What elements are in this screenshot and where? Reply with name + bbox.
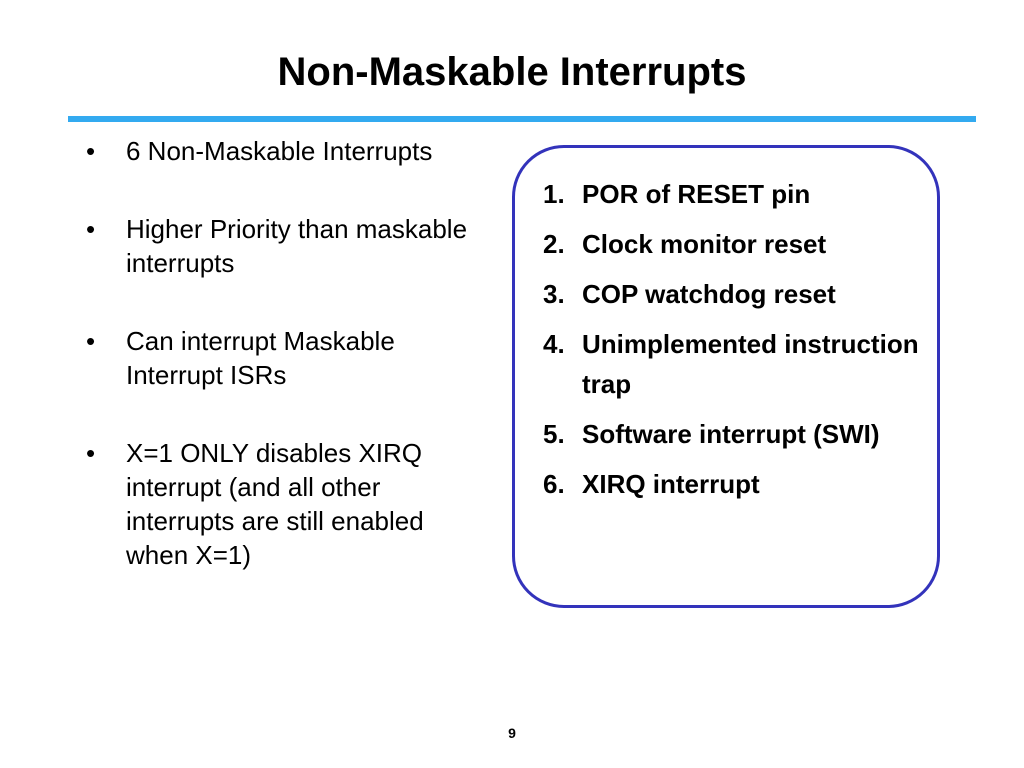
item-number: 2.: [543, 229, 565, 259]
numbered-list-item: 1. POR of RESET pin: [543, 174, 923, 214]
page-number: 9: [508, 725, 516, 741]
numbered-list-item: 2. Clock monitor reset: [543, 224, 923, 264]
bullet-item: Higher Priority than maskable interrupts: [82, 212, 492, 280]
item-number: 6.: [543, 469, 565, 499]
numbered-list-item: 6. XIRQ interrupt: [543, 464, 923, 504]
item-text: Clock monitor reset: [582, 229, 827, 259]
item-text: Software interrupt (SWI): [582, 419, 880, 449]
left-bullet-list: 6 Non-Maskable Interrupts Higher Priorit…: [82, 134, 492, 616]
item-number: 1.: [543, 179, 565, 209]
item-text: POR of RESET pin: [582, 179, 811, 209]
interrupt-list-box: [512, 145, 940, 608]
bullet-text: 6 Non-Maskable Interrupts: [126, 136, 433, 166]
numbered-list-item: 3. COP watchdog reset: [543, 274, 923, 314]
item-text: XIRQ interrupt: [582, 469, 760, 499]
bullet-text: Higher Priority than maskable interrupts: [126, 214, 468, 278]
bullet-text: X=1 ONLY disables XIRQ interrupt (and al…: [126, 438, 424, 570]
item-text: Unimplemented instruction trap: [582, 329, 919, 399]
title-underline: [68, 116, 976, 122]
numbered-list-item: 5. Software interrupt (SWI): [543, 414, 923, 454]
slide-title: Non-Maskable Interrupts: [277, 50, 747, 94]
item-number: 4.: [543, 329, 565, 359]
bullet-item: X=1 ONLY disables XIRQ interrupt (and al…: [82, 436, 492, 572]
non-maskable-interrupt-list: 1. POR of RESET pin 2. Clock monitor res…: [543, 174, 923, 514]
item-number: 5.: [543, 419, 565, 449]
bullet-text: Can interrupt Maskable Interrupt ISRs: [126, 326, 395, 390]
bullet-item: Can interrupt Maskable Interrupt ISRs: [82, 324, 492, 392]
bullet-item: 6 Non-Maskable Interrupts: [82, 134, 492, 168]
item-text: COP watchdog reset: [582, 279, 836, 309]
item-number: 3.: [543, 279, 565, 309]
numbered-list-item: 4. Unimplemented instruction trap: [543, 324, 923, 404]
